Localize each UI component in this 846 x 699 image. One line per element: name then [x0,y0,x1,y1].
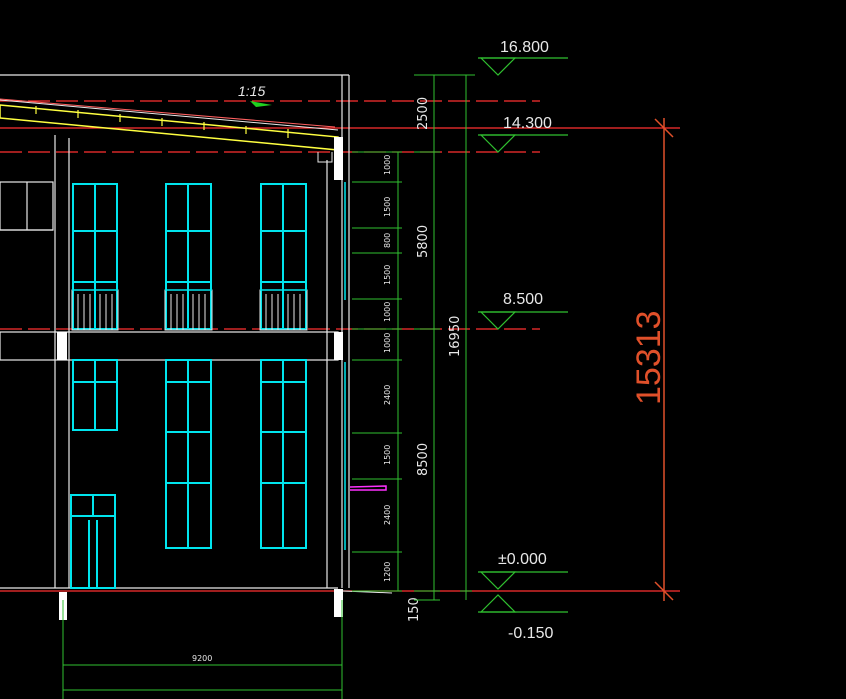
sub-dim-label: 1000 [383,333,392,353]
overall-dimension [654,118,674,601]
sub-dim-label: 800 [383,233,392,248]
lower-windows [72,359,307,549]
balcony-railings [71,289,308,331]
sub-dim-label: 2400 [383,505,392,525]
floor2-level: 8.500 [503,291,543,308]
roof-slope-label: 1:15 [238,83,265,99]
entrance-door [70,494,116,589]
plinth-dimension: 150 [407,597,422,622]
column-block [334,137,343,180]
roof: 1:15 [0,83,339,163]
upper-storey-dimension: 5800 [416,225,431,258]
marker-line [349,485,387,491]
sub-dim-label: 1500 [383,197,392,217]
sub-dim-label: 1500 [383,445,392,465]
sub-dim-label: 1000 [383,302,392,322]
slope-arrow-icon [250,101,272,107]
overall-dimension-label: 15313 [630,310,668,405]
sub-dim-label: 1000 [383,155,392,175]
column-block [334,589,343,617]
eave-level: 14.300 [503,115,552,132]
width-dimension [62,600,343,699]
width-label: 9200 [192,654,212,663]
ridge-level: 16.800 [500,39,549,56]
upper-windows [72,183,307,330]
parapet-dimension: 2500 [416,97,431,130]
column-block [334,332,343,360]
lower-storey-dimension: 8500 [416,443,431,476]
sub-dim-label: 1500 [383,265,392,285]
sub-dimension-labels: 1000 1500 800 1500 1000 1000 2400 1500 2… [383,155,392,582]
storey-dimension-chain [414,74,475,600]
ground-slope [342,590,393,594]
column-block [57,332,67,360]
sub-dim-label: 2400 [383,385,392,405]
ground-level: ±0.000 [498,551,547,568]
sub-dim-label: 1200 [383,562,392,582]
level-markers [478,57,568,613]
sub-dimension-chain [352,151,402,592]
total-height-dimension: 16950 [448,316,463,357]
outside-level: -0.150 [508,625,553,642]
